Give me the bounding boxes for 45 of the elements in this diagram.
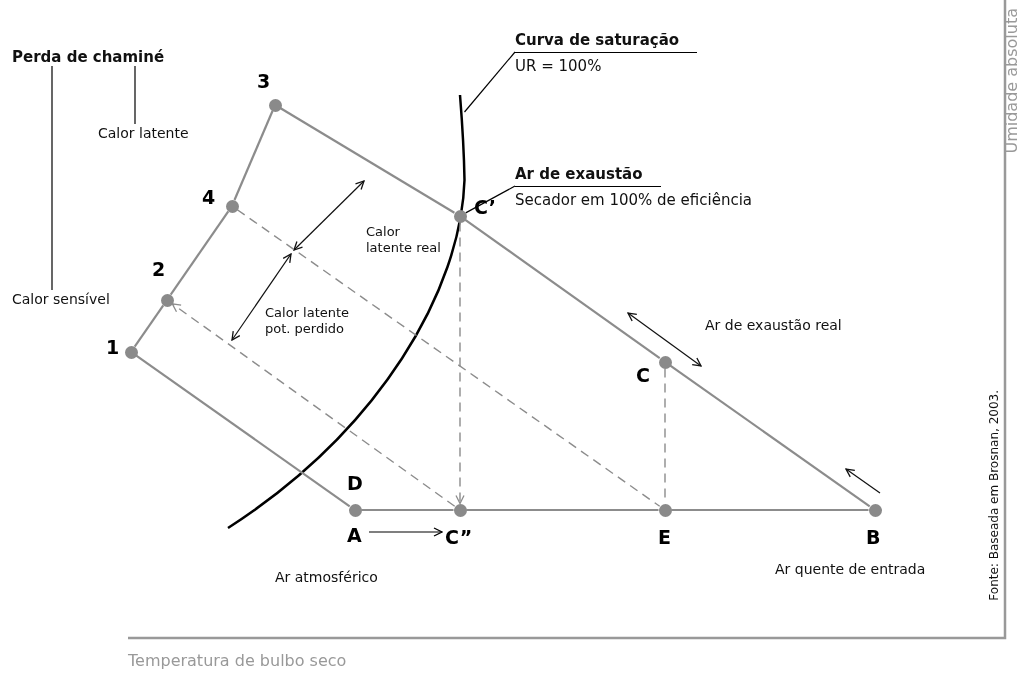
connector-line — [169, 210, 230, 296]
leader-line — [465, 185, 516, 214]
annotation-text: Calor latente real — [366, 224, 442, 256]
point-caption: Ar atmosférico — [275, 568, 378, 586]
callout-note: Secador em 100% de eficiência — [515, 190, 753, 210]
label-text: Calor latente — [98, 124, 189, 142]
point-caption: Ar quente de entrada — [775, 560, 926, 578]
point-label: C” — [445, 526, 473, 548]
callout-heading: Curva de saturação — [515, 30, 698, 53]
leader-line — [134, 65, 136, 125]
point-label: C’ — [474, 196, 496, 218]
point-label: 2 — [152, 258, 166, 280]
axis-title: Umidade absoluta — [1003, 8, 1021, 154]
saturation-curve — [458, 94, 466, 181]
connector-line — [133, 304, 165, 348]
connector-line — [135, 354, 351, 508]
arrow — [455, 221, 465, 505]
connector-line — [669, 364, 871, 508]
callout-note: UR = 100% — [515, 56, 603, 76]
point-label: 4 — [202, 186, 216, 208]
annotation-text: Ar de exaustão real — [705, 316, 842, 334]
leader-line — [463, 51, 516, 113]
connector-line — [464, 218, 661, 360]
label-text: Calor sensível — [12, 290, 110, 308]
axis-title: Temperatura de bulbo seco — [128, 652, 347, 670]
point-label: 3 — [257, 70, 271, 92]
point-label: 1 — [106, 336, 120, 358]
leader-line — [51, 65, 53, 291]
point-label: E — [658, 526, 671, 548]
point-label: A — [347, 524, 362, 546]
connector-line — [233, 110, 274, 201]
callout-heading: Ar de exaustão — [515, 164, 661, 187]
connector-line — [671, 508, 869, 512]
point-label: D — [347, 472, 363, 494]
arrow — [368, 527, 443, 537]
point-label: B — [866, 526, 881, 548]
annotation-text: Calor latente pot. perdido — [265, 305, 351, 337]
connector-line — [280, 107, 455, 214]
connector-line — [361, 508, 454, 512]
source-note: Fonte: Baseada em Brosnan, 2003. — [986, 390, 1002, 601]
heading-text: Perda de chaminé — [12, 48, 165, 66]
connector-line — [236, 209, 661, 507]
arrow — [171, 303, 456, 507]
point-label: C — [636, 364, 650, 386]
connector-line — [466, 508, 659, 512]
